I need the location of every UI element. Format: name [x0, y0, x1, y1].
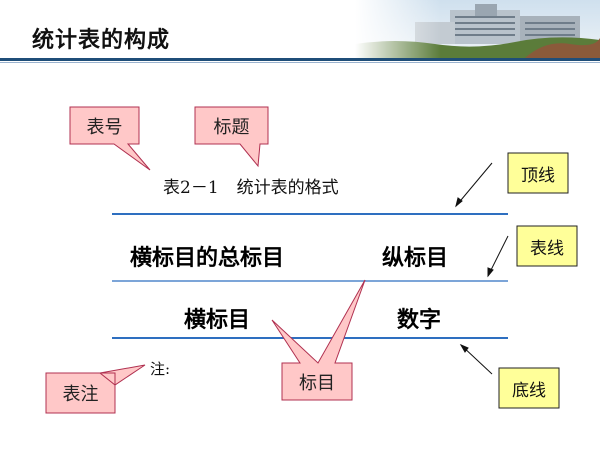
top-line-callout-shape	[507, 152, 569, 194]
bottom-line-arrowhead	[459, 343, 469, 353]
page-title: 统计表的构成	[32, 28, 171, 53]
table-caption-number: 表2－1	[163, 178, 219, 198]
body-right-cell: 数字	[397, 308, 442, 333]
bottom-line-label: 底线	[512, 380, 546, 401]
top-line-arrow	[455, 162, 493, 207]
table-caption-title: 统计表的格式	[236, 178, 339, 198]
campus-photo	[355, 0, 600, 58]
label-callout-label: 标目	[299, 372, 335, 394]
bottom-line-callout-shape	[498, 367, 560, 409]
table-number-label: 表号	[86, 116, 123, 138]
table-note-callout-shape	[45, 364, 146, 414]
header-line-label: 表线	[530, 238, 564, 259]
header-accent-thin	[0, 62, 600, 63]
table-number-callout-shape	[69, 106, 151, 171]
title-label: 标题	[213, 116, 250, 138]
head-left-cell: 横标目的总标目	[130, 246, 285, 271]
top-line-label: 顶线	[521, 165, 555, 186]
label-callout-shape	[271, 279, 366, 401]
header-line-arrowhead	[487, 267, 494, 278]
top-line-arrowhead	[455, 197, 463, 208]
title-callout-shape	[194, 106, 269, 168]
table-note-text: 注:	[150, 360, 171, 378]
table-caption: 表2－1 统计表的格式	[163, 173, 339, 198]
table-note-label: 表注	[62, 384, 99, 405]
header-line-callout-shape	[516, 225, 578, 267]
body-left-cell: 横标目	[184, 308, 251, 333]
head-right-cell: 纵标目	[382, 246, 449, 271]
header-accent-bar	[0, 58, 600, 61]
